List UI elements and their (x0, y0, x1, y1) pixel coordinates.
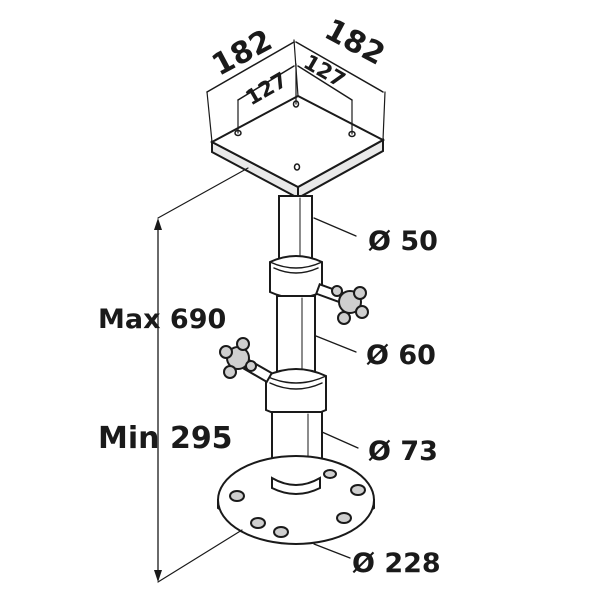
height-arrow-bottom (154, 570, 162, 582)
base-slot (250, 517, 266, 529)
label-127-right: 127 (299, 50, 349, 93)
dimension-line-182-left (206, 41, 295, 93)
dimension-line-127-right (297, 65, 353, 101)
label-min-height: Min 295 (98, 421, 233, 456)
label-diameter-228: Ø 228 (352, 548, 441, 579)
dimension-line-182-right (295, 41, 384, 93)
base-plate (217, 455, 375, 545)
collar-upper (269, 255, 323, 299)
label-diameter-73: Ø 73 (368, 436, 438, 467)
dimension-line-127-left (237, 65, 295, 101)
collar-lower (265, 368, 327, 418)
clamp-knob-left (219, 337, 274, 384)
base-slot (273, 526, 289, 538)
tube-middle-body (276, 295, 316, 379)
hole-extension-lines (237, 63, 353, 135)
base-slot (350, 484, 366, 496)
base-slot (323, 469, 337, 479)
clamp-knob-right (315, 283, 369, 325)
plate-hole-front (293, 163, 301, 171)
collar-lower-body (265, 368, 327, 418)
label-diameter-60: Ø 60 (366, 340, 436, 371)
base-slot (229, 490, 245, 502)
label-diameter-50: Ø 50 (368, 226, 438, 257)
label-max-height: Max 690 (98, 304, 226, 335)
tube-middle (276, 295, 316, 379)
height-arrow-top (154, 218, 162, 230)
leader-lines (313, 217, 359, 559)
collar-upper-body (269, 255, 323, 299)
base-slot (336, 512, 352, 524)
height-dimension-line (154, 167, 249, 583)
